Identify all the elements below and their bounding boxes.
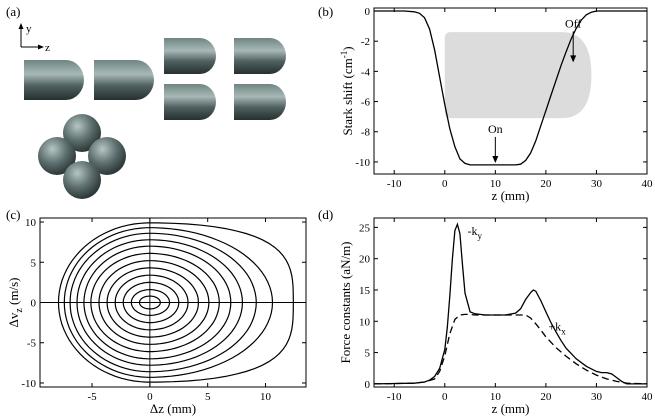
b-ytick-label: -2 [361,36,370,48]
d-xtick-label: 30 [591,391,603,403]
rod-grid-4 [234,84,286,120]
rod-end-top [63,114,101,152]
rod-grid-1 [164,38,216,74]
rod-end-right [88,137,126,175]
rod-grid-2 [234,38,286,74]
zero-axes-c [40,218,306,387]
y-axis-label-b: Stark shift (cm-1) [339,46,355,135]
c-ytick-label: -5 [27,338,37,350]
panel-b-letter: (b) [318,4,333,19]
d-ytick-label: 25 [359,222,371,234]
rod-end-bottom [63,161,101,199]
phase-contour [69,232,257,373]
arrow-right-icon [38,44,44,50]
d-xtick-label: 10 [490,391,502,403]
b-ytick-label: -4 [361,66,371,78]
b-xtick-label: -10 [387,178,402,190]
stark-shift-curve [374,10,647,166]
phase-contour [122,281,180,324]
rod-left-2 [94,60,154,100]
shaded-region [444,32,592,119]
plot-frame-d [373,217,648,388]
panel-d-letter: (d) [318,207,333,222]
panel-c-letter: (c) [6,207,20,222]
arrow-down-icon [492,155,499,163]
arrow-up-icon [18,23,24,29]
y-axis-label-d: Force constants (aN/m) [338,241,353,363]
phase-contour [130,289,171,316]
phase-contour [76,239,244,366]
ticks-c: -5 0 5 10 10 5 0 -5 -10 [21,217,306,403]
c-xtick-label: 5 [205,391,211,403]
phase-contour [57,222,294,383]
series-kx-line [373,313,648,385]
phase-contour [63,227,274,378]
ticks-d: -10 0 10 20 30 40 0 5 10 15 20 25 [359,218,653,403]
b-xtick-label: 20 [540,178,552,190]
phase-contour [106,267,200,338]
axis-z-letter: z [45,42,50,54]
series-ky-line [373,222,647,385]
c-ytick-label: -10 [21,378,36,390]
plot-frame-b [373,7,648,175]
panel-a: (a) y z [6,4,286,199]
d-ytick-label: 15 [359,285,371,297]
d-xtick-label: 40 [642,391,654,403]
c-xtick-label: 0 [147,391,153,403]
annotation-on: On [488,122,503,136]
phase-contour [90,252,220,353]
phase-contour [83,245,232,360]
phase-space-contours [57,222,294,383]
axis-y-letter: y [26,23,32,35]
phase-contour [114,274,189,331]
annotation-off: Off [565,16,581,30]
d-xtick-label: 0 [442,391,448,403]
panel-d: (d) -10 0 10 20 30 40 0 5 10 15 20 25 -ky +kx z (mm… [318,207,653,416]
axis-triad: y z [18,23,50,54]
y-axis-label-c: Δvz (m/s) [6,277,25,327]
annotations-b: On Off [488,16,581,163]
b-ytick-label: 0 [365,6,371,18]
rod-grid-3 [164,84,216,120]
arrow-down-icon [570,55,577,63]
b-ytick-label: -6 [361,97,371,109]
b-xtick-label: 40 [642,178,654,190]
phase-contour [98,260,210,345]
c-ytick-label: 0 [31,298,37,310]
c-ytick-label: 5 [31,257,37,269]
b-xtick-label: 10 [490,178,502,190]
phase-contour [138,295,161,310]
series-label-kx: +kx [548,320,566,337]
panel-c: (c) -5 0 5 10 10 5 0 -5 -10 Δz (mm) Δvz (m/s) [6,207,307,416]
d-ytick-label: 5 [365,348,371,360]
b-ytick-label: -8 [361,127,371,139]
c-xtick-label: -5 [87,391,97,403]
b-xtick-label: 30 [591,178,603,190]
d-xtick-label: -10 [387,391,402,403]
x-axis-label-d: z (mm) [492,401,530,416]
x-axis-label-b: z (mm) [492,188,530,203]
c-xtick-label: 10 [260,391,272,403]
d-ytick-label: 10 [359,316,371,328]
rod-end-left [38,137,76,175]
series-label-ky: -ky [468,224,483,241]
d-xtick-label: 20 [540,391,552,403]
panel-b: (b) -10 0 10 20 30 40 0 -2 -4 -6 -8 -10 On Off z (mm… [318,4,653,203]
d-ytick-label: 20 [359,254,371,266]
panel-a-letter: (a) [6,4,20,19]
c-ytick-label: 10 [25,217,37,229]
rod-left-1 [24,60,84,100]
b-ytick-label: -10 [355,157,370,169]
d-ytick-label: 0 [365,379,371,391]
x-axis-label-c: Δz (mm) [150,401,196,416]
ticks-b: -10 0 10 20 30 40 0 -2 -4 -6 -8 -10 [355,6,653,190]
b-xtick-label: 0 [442,178,448,190]
